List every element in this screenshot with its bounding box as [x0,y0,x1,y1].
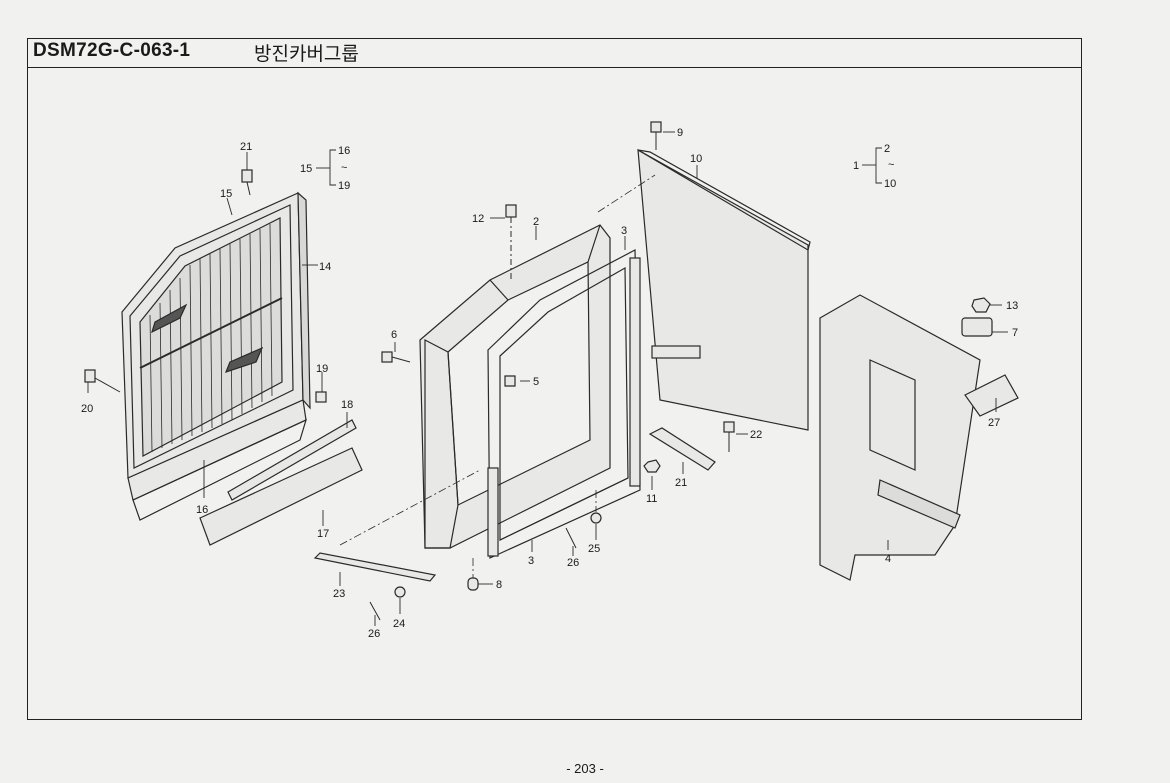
title-bar: DSM72G-C-063-1 방진카버그룹 [28,39,1081,68]
strip-18 [227,419,357,501]
pin-26-left [369,601,381,621]
drawing-code: DSM72G-C-063-1 [33,40,191,61]
callout-26-right: 26 [567,557,579,569]
pin-26-right [565,527,577,549]
strip-17 [199,447,363,546]
bar-23 [313,552,437,582]
bracket-27 [964,374,1019,417]
group-15-tilde: ~ [341,162,347,174]
page-number: - 203 - [566,761,604,776]
group-1-tilde: ~ [888,159,894,171]
callout-12: 12 [472,213,484,225]
bracket-21-right [648,427,716,471]
bolt-20 [84,369,96,383]
group-title: 방진카버그룹 [254,43,359,65]
panel-10 [637,148,811,431]
callout-19: 19 [316,363,328,375]
callout-15: 15 [220,188,232,200]
callout-13: 13 [1006,300,1018,312]
callout-20: 20 [81,403,93,415]
callout-9: 9 [677,127,683,139]
callout-18: 18 [341,399,353,411]
callout-23: 23 [333,588,345,600]
callout-6: 6 [391,329,397,341]
callout-3-top: 3 [621,225,627,237]
bolt-19 [315,391,327,403]
group-15-from: 16 [338,145,350,157]
washer-24 [394,586,406,598]
nut-13 [971,297,991,313]
panel-4 [819,294,981,581]
callout-14: 14 [319,261,331,273]
callout-17: 17 [317,528,329,540]
callout-27: 27 [988,417,1000,429]
washer-5 [504,375,516,387]
callout-24: 24 [393,618,405,630]
callout-7: 7 [1012,327,1018,339]
bolt-6 [381,351,393,363]
callout-21-left: 21 [240,141,252,153]
bolt-22 [723,421,735,433]
callout-21-right: 21 [675,477,687,489]
washer-25 [590,512,602,524]
bolt-12 [505,204,517,218]
frame-3 [487,249,641,559]
callout-3-bottom: 3 [528,555,534,567]
nut-11 [643,459,661,473]
grille-assembly [121,191,311,521]
callout-16: 16 [196,504,208,516]
callout-10: 10 [690,153,702,165]
callout-22: 22 [750,429,762,441]
bolt-21 [241,169,253,183]
callout-26-left: 26 [368,628,380,640]
group-1-label: 1 [853,160,859,172]
callout-11: 11 [646,493,657,505]
callout-4: 4 [885,553,891,565]
callout-5: 5 [533,376,539,388]
mount-7 [961,317,993,337]
bushing-8 [467,577,479,591]
bolt-9 [650,121,662,133]
callout-2: 2 [533,216,539,228]
page-frame: DSM72G-C-063-1 방진카버그룹 [27,38,1082,720]
group-15-to: 19 [338,180,350,192]
group-15-label: 15 [300,163,312,175]
group-1-to: 10 [884,178,896,190]
callout-8: 8 [496,579,502,591]
callout-25: 25 [588,543,600,555]
group-1-from: 2 [884,143,890,155]
